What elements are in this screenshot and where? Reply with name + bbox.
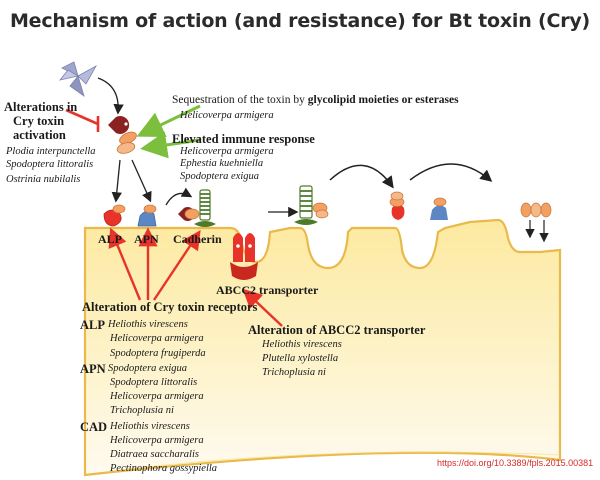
protease-enzyme-icon <box>108 116 130 134</box>
cadherin-receptor-icon <box>194 189 216 227</box>
abcc2-species-3: Trichoplusia ni <box>262 367 326 378</box>
inserted-pore-icon <box>520 202 552 243</box>
apn-group-species-1: Spodoptera exigua <box>108 363 188 374</box>
receptor-alteration-heading: Alteration of Cry toxin receptors <box>82 300 258 314</box>
apn-group-tag: APN <box>80 362 106 376</box>
sequestration-species-1: Helicoverpa armigera <box>180 110 274 121</box>
cad-group-species-3: Diatraea saccharalis <box>110 449 199 460</box>
cad-group-species-1: Heliothis virescens <box>110 421 190 432</box>
apn-receptor-icon <box>137 204 157 227</box>
cadherin-bound-toxin-icon <box>178 207 200 222</box>
activated-toxin-icon <box>116 131 137 154</box>
alp-group-tag: ALP <box>80 318 105 332</box>
abcc2-species-1: Heliothis virescens <box>262 339 342 350</box>
sequestration-label-prefix: Sequestration of the toxin by <box>172 94 305 106</box>
alp-label: ALP <box>98 232 122 246</box>
activation-heading-line2: Cry toxin <box>13 114 65 128</box>
apn-group-species-2: Spodoptera littoralis <box>110 377 198 388</box>
alp-bound-oligomer-icon <box>389 191 405 220</box>
sequestration-label: Sequestration of the toxin by glycolipid… <box>172 94 459 106</box>
immune-species-2: Ephestia kuehniella <box>180 158 264 169</box>
immune-species-3: Spodoptera exigua <box>180 171 260 182</box>
activation-species-3: Ostrinia nubilalis <box>6 174 81 185</box>
cad-group-species-2: Helicoverpa armigera <box>110 435 204 446</box>
alp-group-species-3: Spodoptera frugiperda <box>110 348 206 359</box>
midgut-membrane <box>83 218 562 477</box>
abcc2-alteration-heading: Alteration of ABCC2 transporter <box>248 323 426 337</box>
apn-group-species-4: Trichoplusia ni <box>110 405 174 416</box>
toxin-oligomer-icon <box>294 185 329 225</box>
apn-group-species-3: Helicoverpa armigera <box>110 391 204 402</box>
protoxin-crystal-icon <box>58 61 98 98</box>
immune-species-1: Helicoverpa armigera <box>180 146 274 157</box>
alp-receptor-icon <box>103 204 126 227</box>
activation-species-2: Spodoptera littoralis <box>6 159 94 170</box>
alp-group-species-2: Helicoverpa armigera <box>110 333 204 344</box>
activation-heading-line3: activation <box>13 128 66 142</box>
alp-group-species-1: Heliothis virescens <box>108 319 188 330</box>
abcc2-species-2: Plutella xylostella <box>262 353 339 364</box>
abcc2-label: ABCC2 transporter <box>216 283 319 297</box>
doi-citation: https://doi.org/10.3389/fpls.2015.00381 <box>437 458 594 468</box>
apn-label: APN <box>134 232 159 246</box>
activation-species-1: Plodia interpunctella <box>6 146 96 157</box>
sequestration-label-bold: glycolipid moieties or esterases <box>307 94 459 106</box>
abcc2-transporter-icon <box>230 233 258 280</box>
figure-title: Mechanism of action (and resistance) for… <box>9 10 591 32</box>
apn-bound-oligomer-icon <box>430 197 448 220</box>
activation-heading-line1: Alterations in <box>4 100 78 114</box>
cad-group-tag: CAD <box>80 420 108 434</box>
cadherin-label: Cadherin <box>173 232 222 246</box>
cad-group-species-4: Pectinophora gossypiella <box>110 463 218 474</box>
immune-label: Elevated immune response <box>172 132 315 146</box>
